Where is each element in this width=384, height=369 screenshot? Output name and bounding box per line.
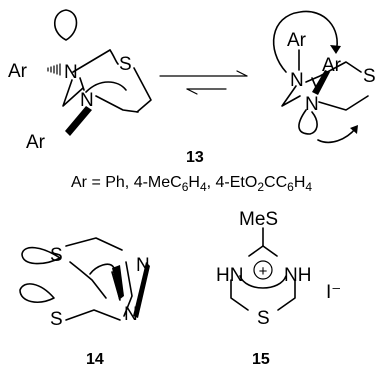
sulfur-top: S [50, 245, 63, 266]
nitrogen-right: NH [284, 265, 311, 286]
structure-15: MeS HN NH + S I⁻ 15 [216, 209, 341, 368]
nitrogen-left: HN [216, 265, 243, 286]
nitrogen-bottom: N [80, 90, 94, 111]
aryl-label-bottom: Ar [26, 132, 46, 153]
positive-charge: + [259, 263, 268, 280]
compound-label-14: 14 [86, 351, 104, 368]
nitrogen-bottom: N [124, 304, 138, 325]
structure-14: S S N N 14 [19, 237, 150, 368]
compound-label-13: 13 [186, 149, 204, 166]
structure-13-right: Ar Ar N S N [272, 10, 376, 144]
compound-label-15: 15 [252, 351, 270, 368]
nitrogen-top: N [290, 70, 304, 91]
sulfur-bottom: S [50, 309, 63, 330]
aryl-label-top: Ar [287, 30, 307, 51]
sulfur-atom: S [119, 54, 132, 75]
aryl-label-mid: Ar [322, 55, 342, 76]
aryl-label-top: Ar [8, 61, 28, 82]
iodide-counterion: I⁻ [326, 282, 341, 303]
structure-13-left: Ar N S N Ar [8, 9, 152, 153]
sulfur-atom: S [257, 308, 270, 329]
methylthio-group: MeS [239, 209, 278, 230]
hashed-bond [47, 63, 61, 76]
equilibrium-arrows [159, 70, 248, 95]
aryl-definition: Ar = Ph, 4-MeC6H4, 4-EtO2CC6H4 [71, 174, 312, 194]
nitrogen-right: N [136, 255, 150, 276]
nitrogen-top: N [64, 62, 78, 83]
sulfur-atom: S [363, 66, 376, 87]
nitrogen-bottom: N [305, 94, 319, 115]
